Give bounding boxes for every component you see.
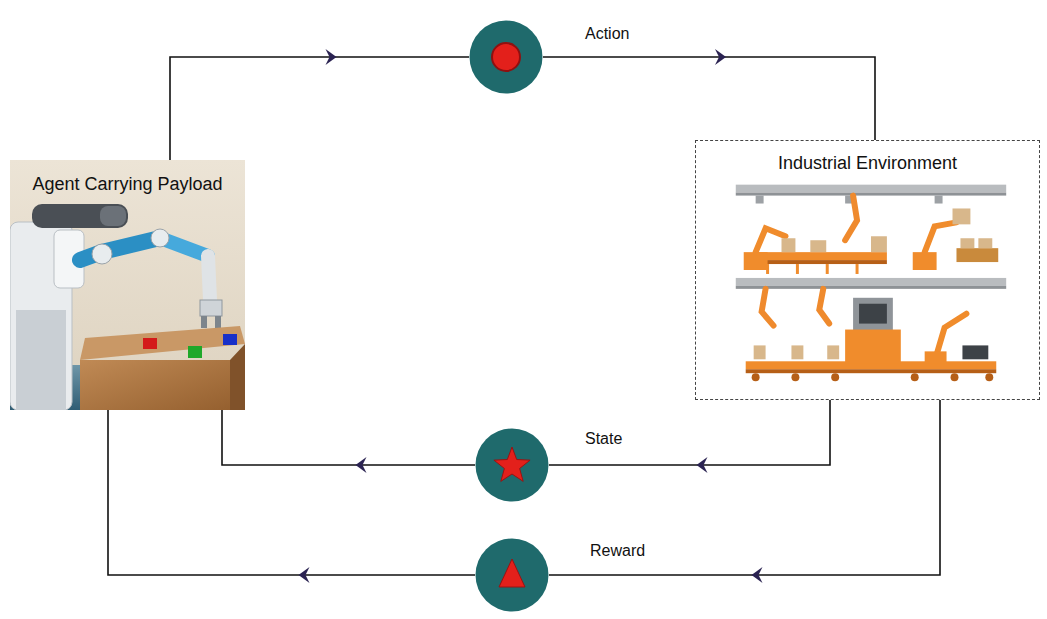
connector-line xyxy=(170,57,469,160)
robot-base xyxy=(16,310,66,410)
connector-line xyxy=(222,410,475,465)
roller xyxy=(985,373,993,381)
overhead-rail xyxy=(736,278,1006,286)
red-block xyxy=(143,338,157,349)
chevron-arrowhead xyxy=(697,457,708,473)
circle-shape xyxy=(469,20,543,94)
agent-box: Agent Carrying Payload xyxy=(10,160,245,410)
machine-screen xyxy=(859,304,887,324)
flow-connector xyxy=(222,410,475,473)
chevron-arrowhead xyxy=(326,49,337,65)
cardboard-box xyxy=(978,238,992,248)
table-top xyxy=(80,326,245,360)
teal-disc xyxy=(476,429,549,502)
robot-wrist xyxy=(208,256,210,300)
robot-head xyxy=(32,204,128,228)
box-title: Agent Carrying Payload xyxy=(10,174,245,195)
conveyor-belt xyxy=(758,260,887,264)
overhead-rail xyxy=(736,286,1006,289)
cardboard-box xyxy=(810,240,826,252)
roller xyxy=(791,373,799,381)
connector-line xyxy=(543,57,875,140)
environment-box: Industrial Environment xyxy=(695,140,1040,400)
hanging-robot-arm xyxy=(819,289,829,324)
conveyor-belt xyxy=(746,369,997,373)
robot-illustration xyxy=(10,160,245,410)
robot-base xyxy=(925,351,947,363)
blue-block xyxy=(223,334,237,345)
cardboard-box xyxy=(754,345,766,359)
robot-shoulder xyxy=(92,244,112,264)
conveyor-legs xyxy=(768,264,857,274)
cardboard-box xyxy=(953,208,971,224)
factory-scene xyxy=(736,185,1006,381)
roller xyxy=(752,373,760,381)
red-dot-symbol xyxy=(492,43,520,71)
roller xyxy=(911,373,919,381)
robot-elbow xyxy=(151,229,169,247)
roller xyxy=(951,373,959,381)
conveyor-belt xyxy=(758,252,887,260)
red-star-symbol xyxy=(494,447,530,481)
box-title: Industrial Environment xyxy=(696,153,1039,174)
roller xyxy=(831,373,839,381)
conveyor-leg xyxy=(826,264,829,274)
flow-connector xyxy=(170,49,469,160)
flow-connector xyxy=(549,400,940,583)
connector-line xyxy=(549,400,830,465)
conveyor-rollers xyxy=(752,373,994,381)
cardboard-box xyxy=(791,345,803,359)
robot-arm xyxy=(925,222,957,252)
flow-connector xyxy=(549,400,830,473)
table-front xyxy=(80,360,230,410)
gripper-finger xyxy=(215,316,221,328)
action-circle: Action xyxy=(469,20,543,94)
circle-shape xyxy=(475,428,549,502)
cardboard-box xyxy=(782,238,796,252)
cart xyxy=(956,248,998,262)
circle-shape xyxy=(475,538,549,612)
chevron-arrowhead xyxy=(715,49,726,65)
conveyor-leg xyxy=(856,264,859,274)
robot-scene xyxy=(10,160,245,410)
connector-line xyxy=(108,410,475,575)
green-block xyxy=(188,346,202,358)
hanging-robot-arm xyxy=(845,196,857,241)
teal-disc xyxy=(470,21,543,94)
robot-gripper xyxy=(200,300,222,316)
gripper-finger xyxy=(201,316,207,328)
loop-label: State xyxy=(583,430,624,448)
flow-connector xyxy=(543,49,875,140)
table-side xyxy=(230,344,245,410)
red-triangle-symbol xyxy=(499,559,525,587)
factory-illustration xyxy=(696,141,1039,399)
state-circle: State xyxy=(475,428,549,502)
conveyor-leg xyxy=(796,264,799,274)
rail-clamp xyxy=(756,196,764,204)
chevron-arrowhead xyxy=(299,567,310,583)
chevron-arrowhead xyxy=(356,457,367,473)
machine-base xyxy=(845,330,901,364)
overhead-rail xyxy=(736,185,1006,193)
connector-line xyxy=(549,400,940,575)
overhead-rail xyxy=(736,193,1006,196)
machine-block xyxy=(962,345,988,359)
robot-arm xyxy=(756,228,786,252)
hanging-robot-arm xyxy=(762,289,774,326)
loop-label: Action xyxy=(583,25,631,43)
chevron-arrowhead xyxy=(752,567,763,583)
flow-connector xyxy=(108,410,475,583)
cardboard-box xyxy=(871,236,887,252)
rail-clamp xyxy=(935,196,943,204)
cardboard-box xyxy=(827,345,839,359)
wall xyxy=(10,160,245,410)
loop-label: Reward xyxy=(588,542,647,560)
cardboard-box xyxy=(960,238,974,248)
robot-camera xyxy=(100,206,126,226)
reward-circle: Reward xyxy=(475,538,549,612)
teal-disc xyxy=(476,539,549,612)
